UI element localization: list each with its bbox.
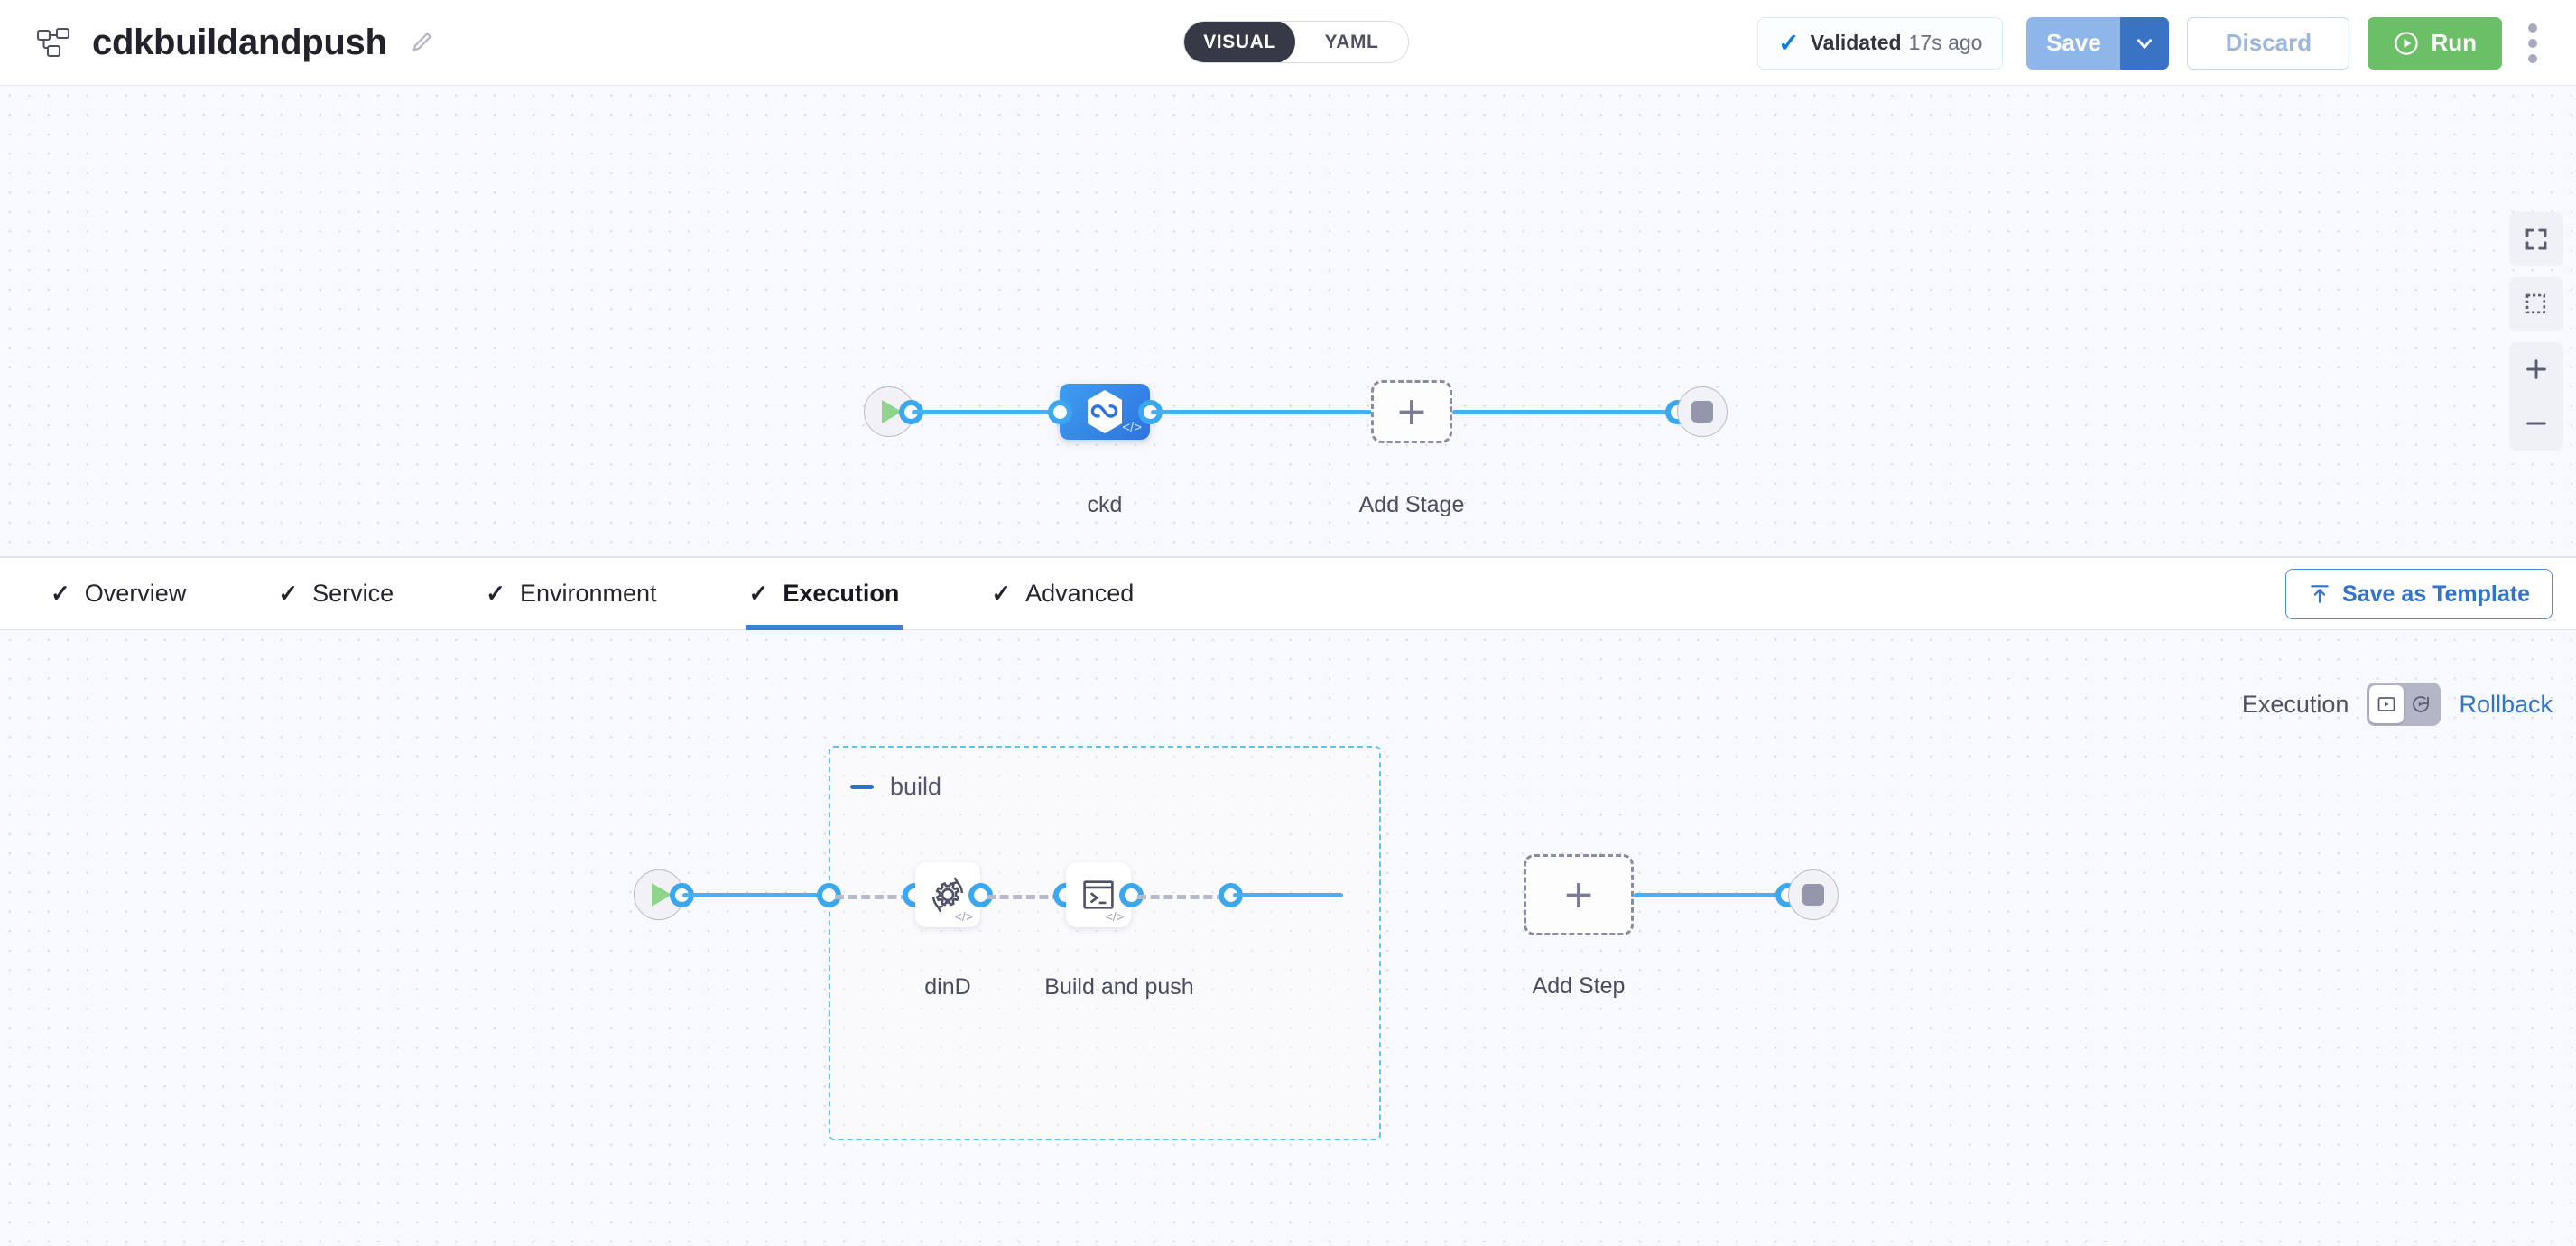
check-icon: ✓: [51, 580, 70, 607]
tab-advanced[interactable]: ✓ Advanced: [987, 557, 1137, 630]
check-icon: ✓: [748, 580, 769, 607]
save-button-group: Save: [2026, 16, 2170, 70]
pipeline-end-node: [1677, 386, 1728, 437]
step-group-header[interactable]: build: [850, 773, 941, 801]
execution-canvas[interactable]: Execution Rollback: [0, 630, 2576, 1246]
pipeline-nodes-icon: [36, 27, 70, 58]
rollback-rotate-icon[interactable]: [2404, 685, 2438, 723]
code-icon: </>: [1105, 909, 1124, 924]
terminal-icon: [1083, 880, 1114, 909]
upload-template-icon: [2311, 585, 2329, 603]
edge-addstage-to-end: [1452, 410, 1678, 414]
fit-to-screen-icon[interactable]: [2509, 212, 2563, 266]
execution-label: Execution: [2241, 690, 2349, 718]
tab-overview[interactable]: ✓ Overview: [47, 557, 190, 630]
stage-label-ckd: ckd: [1087, 492, 1123, 517]
header-actions: ✓ Validated 17s ago Save Discard Run: [1757, 0, 2551, 86]
save-button[interactable]: Save: [2026, 16, 2121, 70]
tab-environment[interactable]: ✓ Environment: [482, 557, 660, 630]
visual-yaml-toggle[interactable]: VISUAL YAML: [1183, 21, 1409, 63]
edge-ckd-to-addstage: [1151, 410, 1372, 414]
check-icon: ✓: [991, 580, 1012, 607]
add-step-button[interactable]: +: [1524, 854, 1634, 935]
add-stage-button[interactable]: +: [1371, 380, 1452, 443]
status-badge: ✓ Validated 17s ago: [1757, 16, 2004, 70]
play-circle-icon: [2395, 31, 2419, 55]
ckd-in-port[interactable]: [1048, 400, 1072, 424]
check-icon: ✓: [486, 580, 505, 607]
tab-advanced-label: Advanced: [1025, 580, 1135, 607]
edge-addstep-to-end: [1634, 893, 1787, 897]
stage-canvas[interactable]: </> + Add Stage ckd: [0, 86, 2576, 557]
zoom-in-icon[interactable]: [2509, 342, 2563, 396]
stop-icon: [1802, 884, 1824, 906]
page-title: cdkbuildandpush: [92, 22, 387, 62]
add-stage-label: Add Stage: [1358, 492, 1465, 517]
execution-play-box-icon[interactable]: [2369, 685, 2405, 723]
discard-button[interactable]: Discard: [2187, 16, 2350, 70]
chevron-down-icon: [2137, 38, 2153, 49]
tab-environment-label: Environment: [519, 580, 657, 607]
edge-start-to-ckd: [912, 410, 1065, 414]
stage-canvas-controls: [2509, 212, 2563, 451]
check-icon: ✓: [278, 580, 299, 607]
selection-box-icon[interactable]: [2509, 277, 2563, 331]
step-group-title: build: [890, 773, 942, 800]
tab-execution-label: Execution: [783, 580, 900, 607]
execution-end-node: [1788, 869, 1839, 920]
validated-timestamp: 17s ago: [1908, 31, 1983, 54]
kebab-menu-icon[interactable]: [2515, 17, 2551, 70]
plus-icon: +: [1563, 867, 1594, 923]
stop-icon: [1691, 401, 1713, 423]
mode-yaml[interactable]: YAML: [1324, 31, 1379, 52]
harness-infinity-icon: [1088, 390, 1122, 433]
tab-service[interactable]: ✓ Service: [274, 557, 397, 630]
execution-rollback-toggle[interactable]: [2367, 683, 2442, 726]
tab-execution[interactable]: ✓ Execution: [745, 557, 903, 630]
play-icon: [881, 400, 902, 423]
gear-rotate-icon: [931, 877, 964, 913]
ckd-out-port[interactable]: [1138, 400, 1163, 424]
save-as-template-label: Save as Template: [2342, 581, 2530, 607]
mode-visual[interactable]: VISUAL: [1184, 22, 1296, 62]
add-step-label: Add Step: [1532, 973, 1626, 999]
app-header: cdkbuildandpush VISUAL YAML ✓ Validated …: [0, 0, 2576, 86]
execution-rollback-controls: Execution Rollback: [2242, 683, 2553, 726]
zoom-controls: [2509, 342, 2563, 451]
step-label-dind: dinD: [924, 974, 971, 1000]
code-icon: </>: [954, 909, 973, 924]
tab-service-label: Service: [312, 580, 394, 607]
play-icon: [651, 883, 672, 907]
edge-dind-to-buildpush: [987, 895, 1061, 899]
save-as-template-button[interactable]: Save as Template: [2285, 569, 2553, 619]
edge-group-to-addstep: [1233, 893, 1343, 897]
step-group-build[interactable]: build: [829, 746, 1381, 1140]
edge-start-to-group: [682, 893, 827, 897]
save-dropdown-button[interactable]: [2120, 16, 2170, 70]
plus-icon: +: [1396, 384, 1427, 440]
stage-node-ckd[interactable]: </>: [1060, 384, 1150, 440]
edge-group-in-to-dind: [835, 895, 910, 899]
tab-overview-label: Overview: [84, 580, 187, 607]
pencil-icon[interactable]: [409, 30, 434, 55]
zoom-out-icon[interactable]: [2509, 396, 2563, 451]
check-icon: ✓: [1778, 28, 1800, 57]
stage-tabs: ✓ Overview ✓ Service ✓ Environment ✓ Exe…: [0, 557, 2576, 630]
validated-label: Validated: [1810, 31, 1902, 54]
code-icon: </>: [1122, 420, 1142, 435]
rollback-label[interactable]: Rollback: [2459, 690, 2553, 718]
minus-icon[interactable]: [850, 785, 874, 789]
run-button[interactable]: Run: [2368, 16, 2502, 70]
edge-buildpush-to-group-out: [1137, 895, 1226, 899]
step-label-build-and-push: Build and push: [1044, 974, 1194, 1000]
run-label: Run: [2431, 29, 2477, 56]
